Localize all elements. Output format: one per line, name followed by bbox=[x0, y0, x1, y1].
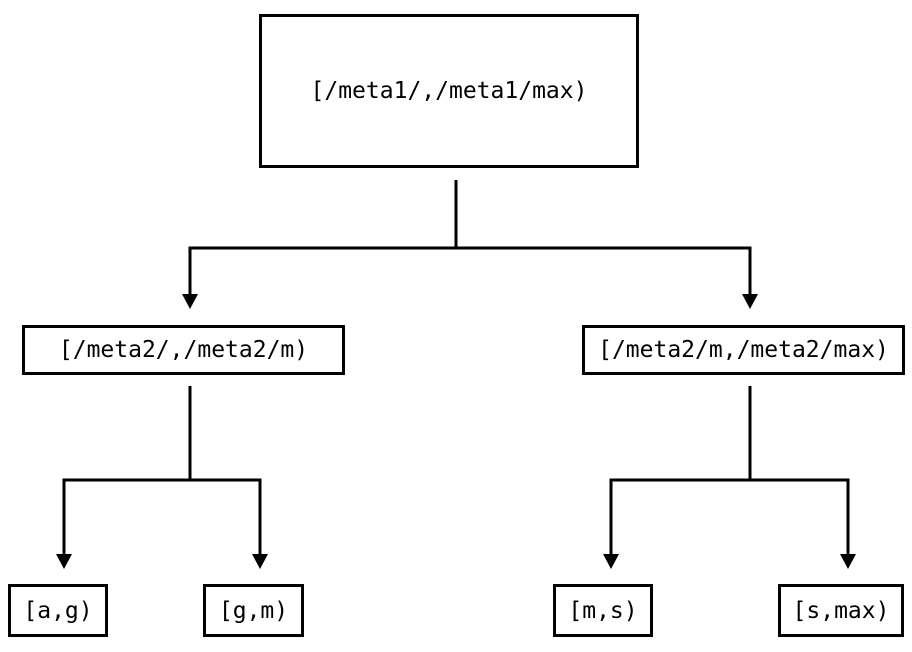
node-leaf-gm: [g,m) bbox=[203, 584, 304, 637]
node-leaf-ag-label: [a,g) bbox=[23, 597, 93, 624]
edge-level1-crossbar bbox=[188, 246, 752, 296]
arrowhead-leaf-gm bbox=[252, 554, 268, 569]
node-root: [/meta1/,/meta1/max) bbox=[259, 14, 639, 168]
arrowhead-level2-left bbox=[182, 294, 198, 309]
node-level2-right: [/meta2/m,/meta2/max) bbox=[582, 325, 905, 375]
node-leaf-smax-label: [s,max) bbox=[792, 597, 890, 624]
node-root-label: [/meta1/,/meta1/max) bbox=[310, 78, 588, 104]
node-level2-left-label: [/meta2/,/meta2/m) bbox=[58, 337, 309, 363]
arrowhead-level2-right bbox=[742, 294, 758, 309]
edge-left-crossbar bbox=[62, 478, 262, 556]
arrowhead-leaf-ag bbox=[56, 554, 72, 569]
node-level2-right-label: [/meta2/m,/meta2/max) bbox=[598, 337, 889, 363]
node-leaf-smax: [s,max) bbox=[778, 584, 904, 637]
arrowhead-leaf-ms bbox=[603, 554, 619, 569]
edge-right-crossbar bbox=[609, 478, 850, 556]
node-leaf-ms-label: [m,s) bbox=[568, 597, 638, 624]
node-leaf-ag: [a,g) bbox=[8, 584, 108, 637]
node-leaf-ms: [m,s) bbox=[553, 584, 653, 637]
node-level2-left: [/meta2/,/meta2/m) bbox=[22, 325, 345, 375]
node-leaf-gm-label: [g,m) bbox=[218, 597, 289, 624]
arrowhead-leaf-smax bbox=[840, 554, 856, 569]
